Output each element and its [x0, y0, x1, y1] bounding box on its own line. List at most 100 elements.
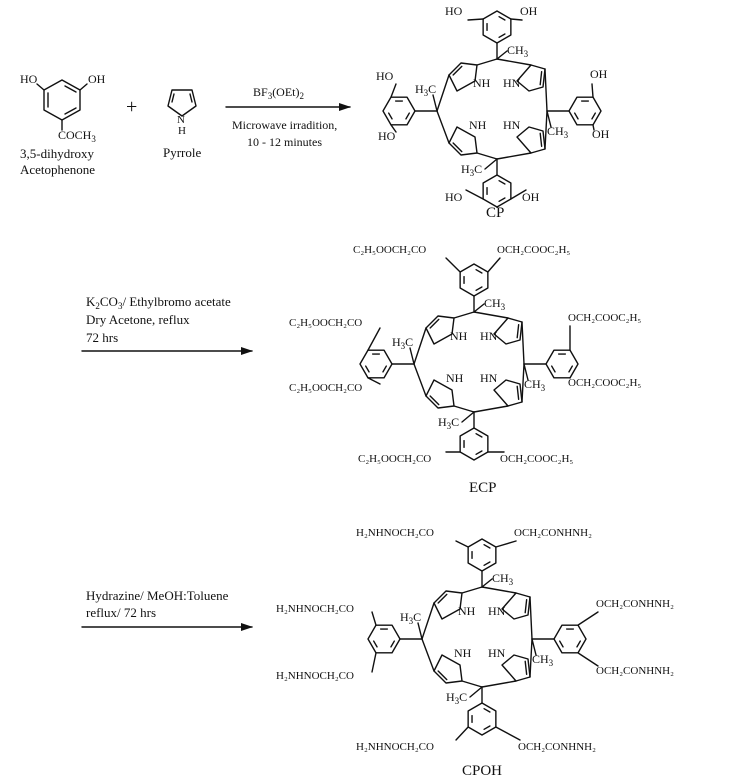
bond — [432, 94, 438, 112]
benzene-ring — [367, 624, 401, 654]
bond — [558, 640, 564, 648]
bond — [576, 640, 582, 648]
bond — [498, 197, 506, 203]
conditions-label: reflux/ 72 hrs — [86, 605, 156, 620]
hydroxyl-label: OH — [590, 67, 608, 81]
bond — [481, 586, 517, 594]
hydrazide-substituent: H₂NHNOCH₂CO — [276, 603, 354, 615]
bond — [367, 327, 381, 351]
bond — [436, 74, 450, 112]
bond — [498, 33, 506, 39]
bond — [529, 638, 533, 678]
bond — [496, 50, 508, 60]
bond — [405, 112, 411, 120]
bond — [531, 638, 537, 656]
bond — [453, 405, 475, 413]
ester-substituent: C₂H₅OOCH₂CO — [289, 317, 362, 329]
product-name-cpoh: CPOH — [462, 763, 502, 779]
hydrazide-substituent: OCH₂CONHNH₂ — [596, 665, 674, 677]
bond — [550, 365, 556, 373]
bond — [483, 561, 491, 567]
bond — [421, 602, 435, 640]
bond — [481, 680, 517, 688]
bond — [413, 363, 427, 397]
bond — [544, 110, 548, 150]
ester-substituent: OCH₂COOC₂H₅ — [500, 453, 573, 465]
bond — [473, 311, 509, 319]
step2-conditions: K2CO3/ Ethylbromo acetate Dry Acetone, r… — [81, 294, 253, 355]
methyl-label: H3C — [461, 162, 482, 178]
bond — [445, 257, 461, 273]
bond — [483, 707, 491, 713]
bond — [510, 189, 527, 200]
pyrrole-ring — [433, 654, 463, 684]
bond — [476, 152, 498, 160]
bond — [516, 323, 520, 339]
pyrrole-ring — [501, 654, 531, 682]
bond — [429, 395, 440, 406]
pyrrole-nh-label: NH — [469, 118, 487, 132]
bond — [390, 83, 397, 98]
bond — [521, 321, 525, 365]
bond — [573, 112, 579, 120]
benzene-ring — [459, 427, 489, 461]
bond — [387, 112, 393, 120]
bond — [461, 586, 483, 594]
bond — [496, 58, 532, 66]
bond — [475, 432, 483, 438]
bond — [409, 347, 415, 365]
bond — [371, 652, 377, 673]
pyrrole-nh-label: HN — [488, 646, 506, 660]
bond — [367, 377, 381, 385]
bond — [544, 68, 548, 112]
pyrrole-n: N — [177, 114, 185, 126]
ester-substituent: C₂H₅OOCH₂CO — [358, 453, 431, 465]
hydrazide-substituent: H₂NHNOCH₂CO — [356, 741, 434, 753]
product-name-cp: CP — [486, 205, 504, 221]
hydroxyl-label: HO — [445, 190, 463, 204]
bond — [473, 303, 485, 313]
bond — [529, 596, 533, 640]
pyrrole-nh-label: HN — [480, 329, 498, 343]
bond — [455, 726, 469, 741]
ester-substituent: C₂H₅OOCH₂CO — [353, 244, 426, 256]
pyrrole-nh-label: HN — [503, 76, 521, 90]
bond — [495, 540, 517, 548]
bond — [577, 652, 599, 667]
bond — [498, 179, 506, 185]
bond — [495, 726, 521, 741]
bond — [487, 257, 501, 273]
bond — [568, 365, 574, 373]
hydrazide-substituent: OCH₂CONHNH₂ — [518, 741, 596, 753]
solvent-label: Dry Acetone, reflux — [86, 312, 190, 327]
bond — [452, 65, 463, 76]
bond — [455, 540, 469, 548]
pyrrole-ring — [425, 379, 455, 409]
pyrrole-ring — [433, 590, 463, 620]
methyl-label: CH3 — [492, 571, 514, 587]
hydroxyl-label: HO — [20, 72, 38, 86]
ester-substituent: C₂H₅OOCH₂CO — [289, 382, 362, 394]
hydroxyl-label: HO — [378, 129, 396, 143]
hydroxyl-label: OH — [520, 4, 538, 18]
bond — [481, 578, 493, 588]
bond — [473, 405, 509, 413]
product-name-ecp: ECP — [469, 480, 497, 496]
bond — [475, 286, 483, 292]
bond — [469, 686, 483, 698]
bond — [371, 611, 377, 626]
bond — [372, 640, 378, 648]
benzene-ring — [482, 174, 512, 208]
hydrazide-substituent: OCH₂CONHNH₂ — [596, 598, 674, 610]
bond — [546, 110, 552, 128]
benzene-ring — [359, 349, 393, 379]
hydroxyl-label: HO — [376, 69, 394, 83]
time-label: 10 - 12 minutes — [247, 135, 322, 149]
bond — [510, 18, 523, 21]
benzene-ring — [382, 96, 416, 126]
pyrrole-nh-label: NH — [454, 646, 472, 660]
pyrrole-nh-label: NH — [458, 604, 476, 618]
